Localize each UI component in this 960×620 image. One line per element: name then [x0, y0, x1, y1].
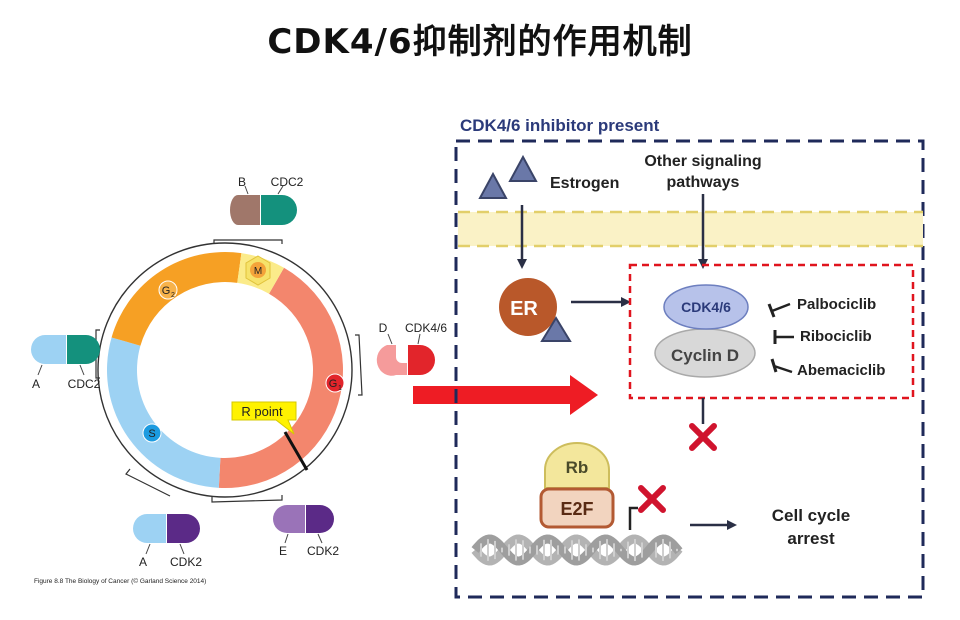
bracket-top: [213, 239, 283, 244]
transition-arrow: [413, 375, 598, 415]
palbociclib-label: Palbociclib: [797, 296, 876, 313]
complex-e-label: E: [279, 544, 287, 558]
complex-a-label-bottom: A: [139, 555, 147, 569]
arrest-label: arrest: [787, 529, 835, 548]
complex-b-cdc2-label: CDC2: [271, 175, 304, 189]
r-point-marker: [283, 431, 309, 471]
cell-membrane: [458, 210, 923, 248]
estrogen-triangle-1: [478, 171, 508, 199]
inhibitor-ribociclib: Ribociclib: [773, 328, 872, 345]
other-signaling-label-2: pathways: [667, 174, 740, 191]
er-receptor: ER: [499, 278, 572, 342]
cdk46-label: CDK4/6: [681, 299, 731, 315]
cell-cycle-diagram: M G 2 G 1 S R point B CDC2: [31, 175, 447, 585]
phase-badge-g1: G 1: [325, 373, 345, 393]
other-signaling-label-1: Other signaling: [644, 153, 761, 170]
rb-label: Rb: [566, 458, 589, 477]
phase-badge-m: M: [245, 255, 271, 286]
bracket-bottom-left: [125, 468, 171, 497]
phase-label-s: S: [148, 428, 155, 440]
complex-d-cdk46: D CDK4/6: [376, 321, 447, 376]
complex-e-cdk2: E CDK2: [273, 505, 339, 558]
bracket-right: [355, 334, 363, 396]
phase-arc-s: [106, 337, 221, 488]
phase-label-g2-sub: 2: [171, 292, 175, 299]
panel-dashed-border: [454, 139, 925, 599]
inhibitor-palbociclib: Palbociclib: [767, 296, 876, 318]
e2f-label: E2F: [560, 499, 593, 519]
complex-b-cdc2: B CDC2: [230, 175, 304, 225]
bracket-bottom: [211, 495, 283, 503]
block-cross-1: [689, 423, 717, 451]
complex-d-label: D: [379, 321, 388, 335]
inhibitor-panel: CDK4/6 inhibitor present Estrogen Other …: [454, 116, 925, 599]
ribociclib-label: Ribociclib: [800, 328, 872, 345]
cdk46: [663, 284, 749, 330]
promoter-arrow: [628, 506, 638, 530]
phase-label-g1-sub: 1: [338, 385, 342, 392]
phase-arc-g2: [111, 251, 242, 346]
phase-label-g2: G: [162, 285, 171, 297]
estrogen-label: Estrogen: [550, 175, 619, 192]
block-cross-2: [638, 485, 666, 513]
complex-a-label-left: A: [32, 377, 40, 391]
r-point-label: R point: [241, 404, 283, 419]
cyclin-d-label: Cyclin D: [671, 346, 739, 365]
er-label: ER: [510, 298, 538, 320]
page-title: CDK4/6抑制剂的作用机制: [267, 22, 693, 62]
rb-protein: Rb: [544, 442, 610, 489]
phase-label-g1: G: [329, 378, 338, 390]
r-point-callout: R point: [231, 401, 297, 435]
cell-cycle-label: Cell cycle: [772, 506, 850, 525]
phase-arc-g1: [218, 267, 344, 488]
complex-a-cdk2: A CDK2: [133, 514, 202, 569]
figure-caption: Figure 8.8 The Biology of Cancer (© Garl…: [34, 577, 206, 585]
phase-badge-s: S: [142, 423, 162, 443]
abemaciclib-label: Abemaciclib: [797, 362, 885, 379]
phase-badge-g2: G 2: [158, 280, 178, 300]
complex-a-cdk2-label: CDK2: [170, 555, 202, 569]
phase-label-m: M: [254, 266, 262, 277]
cycle-outer-ring: [97, 242, 353, 498]
dna-helix: [471, 534, 683, 566]
e2f-factor: E2F: [539, 487, 615, 529]
cdk-complex-box: [628, 263, 915, 400]
estrogen-triangle-2: [508, 154, 538, 182]
er-bound-estrogen: [540, 316, 572, 342]
complex-b-label: B: [238, 175, 246, 189]
complex-a-cdc2: A CDC2: [31, 335, 101, 391]
complex-cdk46-label: CDK4/6: [405, 321, 447, 335]
complex-a-cdc2-label: CDC2: [68, 377, 101, 391]
panel-heading: CDK4/6 inhibitor present: [460, 116, 660, 135]
inhibitor-abemaciclib: Abemaciclib: [770, 358, 885, 379]
complex-e-cdk2-label: CDK2: [307, 544, 339, 558]
